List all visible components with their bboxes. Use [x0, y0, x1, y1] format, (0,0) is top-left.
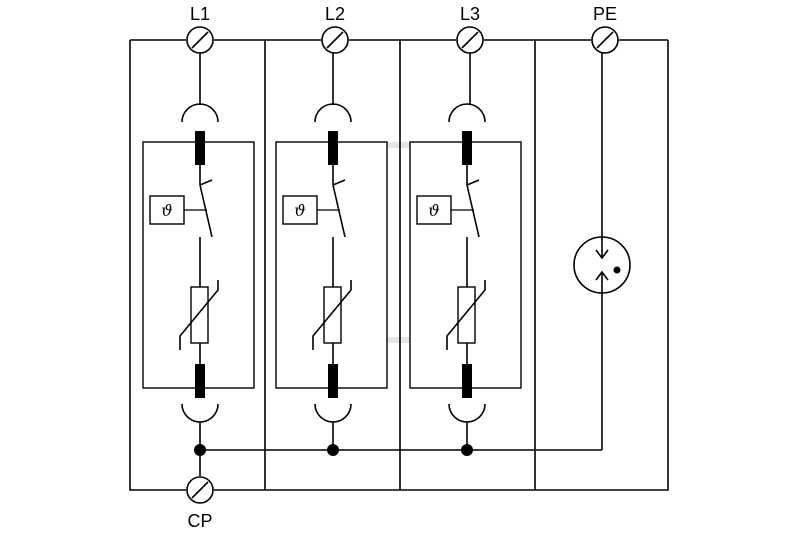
- thermal-disconnector-icon: ϑ: [428, 201, 439, 220]
- thermal-disconnector-box: [416, 195, 452, 225]
- thermal-disconnector-box: [282, 195, 318, 225]
- module-housing: [275, 141, 388, 389]
- terminal-pe: [591, 26, 619, 54]
- label-l3: L3: [460, 4, 480, 24]
- arrester-module-l2: ϑ: [275, 53, 388, 450]
- varistor-icon: [190, 286, 209, 344]
- terminal-screw-icon: [186, 476, 214, 504]
- plug-contact-top: [448, 103, 486, 123]
- label-pe: PE: [593, 4, 617, 24]
- label-l2: L2: [325, 4, 345, 24]
- contact-pin-bottom: [328, 364, 338, 398]
- pe-spark-gap: [573, 53, 631, 450]
- varistor-icon: [323, 286, 342, 344]
- terminal-screw-icon: [321, 26, 349, 54]
- terminal-l2: [321, 26, 349, 54]
- contact-pin-top: [462, 131, 472, 165]
- contact-pin-bottom: [195, 364, 205, 398]
- plug-contact-bottom: [181, 403, 219, 423]
- contact-pin-top: [328, 131, 338, 165]
- label-l1: L1: [190, 4, 210, 24]
- arrester-module-l1: ϑ: [142, 53, 255, 450]
- arrester-module-l3: ϑ: [409, 53, 522, 450]
- outer-frame: [129, 39, 669, 491]
- terminal-l3: [456, 26, 484, 54]
- varistor-icon: [457, 286, 476, 344]
- plug-contact-bottom: [314, 403, 352, 423]
- thermal-disconnector-box: [149, 195, 185, 225]
- module-housing: [142, 141, 255, 389]
- contact-pin-top: [195, 131, 205, 165]
- terminal-cp: [186, 476, 214, 504]
- label-cp: CP: [187, 511, 212, 531]
- plug-contact-top: [181, 103, 219, 123]
- thermal-disconnector-icon: ϑ: [294, 201, 305, 220]
- plug-contact-top: [314, 103, 352, 123]
- contact-pin-bottom: [462, 364, 472, 398]
- module-housing: [409, 141, 522, 389]
- terminal-screw-icon: [591, 26, 619, 54]
- plug-contact-bottom: [448, 403, 486, 423]
- thermal-disconnector-icon: ϑ: [161, 201, 172, 220]
- common-bus: [194, 444, 602, 476]
- terminal-l1: [186, 26, 214, 54]
